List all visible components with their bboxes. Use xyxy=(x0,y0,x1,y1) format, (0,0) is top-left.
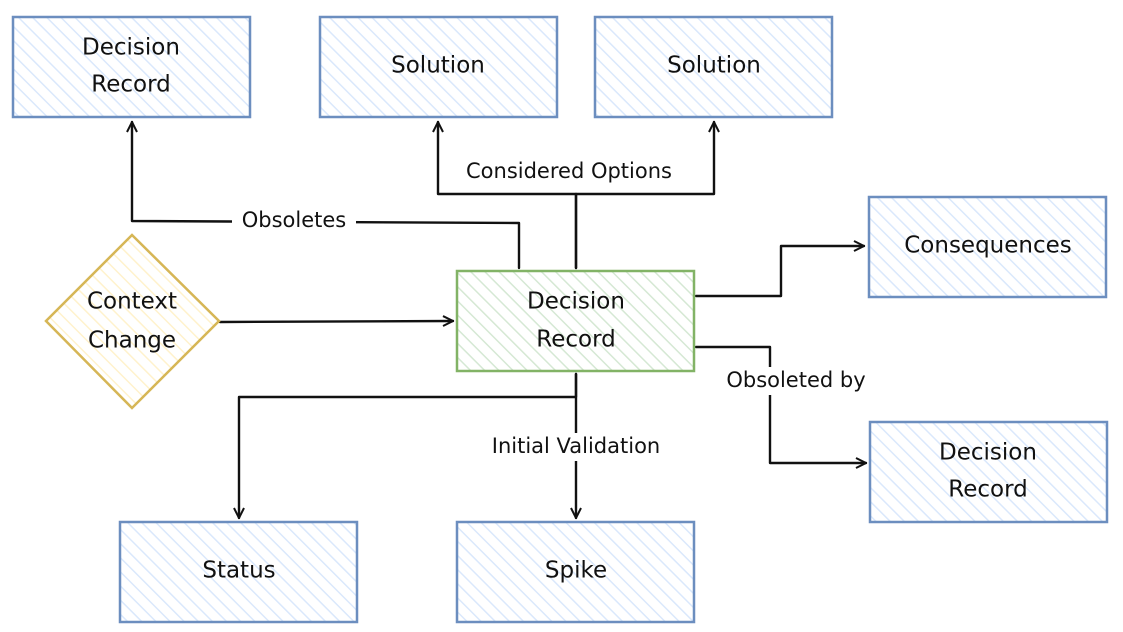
edge-consequences xyxy=(694,246,866,298)
edge-context-change xyxy=(218,321,455,322)
node-spike[interactable]: Spike xyxy=(455,520,696,624)
node-context-change-line2: Change xyxy=(88,328,176,354)
node-decision-record-top-line2: Record xyxy=(91,72,170,98)
edge-considered-options-solution-2 xyxy=(574,120,714,270)
edge-label-obsoletes: Obsoletes xyxy=(242,208,347,232)
node-decision-record-top-line1: Decision xyxy=(82,35,180,61)
node-consequences[interactable]: Consequences xyxy=(867,195,1108,299)
edge-label-initial-validation: Initial Validation xyxy=(492,434,660,458)
node-context-change-line1: Context xyxy=(87,289,177,315)
edge-label-considered-options: Considered Options xyxy=(466,159,672,183)
node-solution-1-label: Solution xyxy=(391,53,485,79)
edge-obsoleted-by xyxy=(694,345,868,463)
node-solution-1[interactable]: Solution xyxy=(318,15,559,119)
node-decision-record-center-line2: Record xyxy=(536,327,615,353)
node-decision-record-obsoleted[interactable]: Decision Record xyxy=(868,420,1109,524)
node-decision-record-center[interactable]: Decision Record xyxy=(455,269,696,373)
edge-considered-options-solution-1 xyxy=(438,120,578,270)
edge-label-obsoleted-by: Obsoleted by xyxy=(726,368,865,392)
node-decision-record-center-line1: Decision xyxy=(527,289,625,315)
node-decision-record-obsoleted-line1: Decision xyxy=(939,440,1037,466)
node-decision-record-obsoleted-line2: Record xyxy=(948,477,1027,503)
node-decision-record-top[interactable]: Decision Record xyxy=(11,15,252,119)
node-status[interactable]: Status xyxy=(118,520,359,624)
node-context-change[interactable]: Context Change xyxy=(44,233,221,410)
node-solution-2-label: Solution xyxy=(667,53,761,79)
node-solution-2[interactable]: Solution xyxy=(593,15,834,119)
node-consequences-label: Consequences xyxy=(904,233,1072,259)
node-status-label: Status xyxy=(202,558,275,584)
node-spike-label: Spike xyxy=(545,558,607,584)
